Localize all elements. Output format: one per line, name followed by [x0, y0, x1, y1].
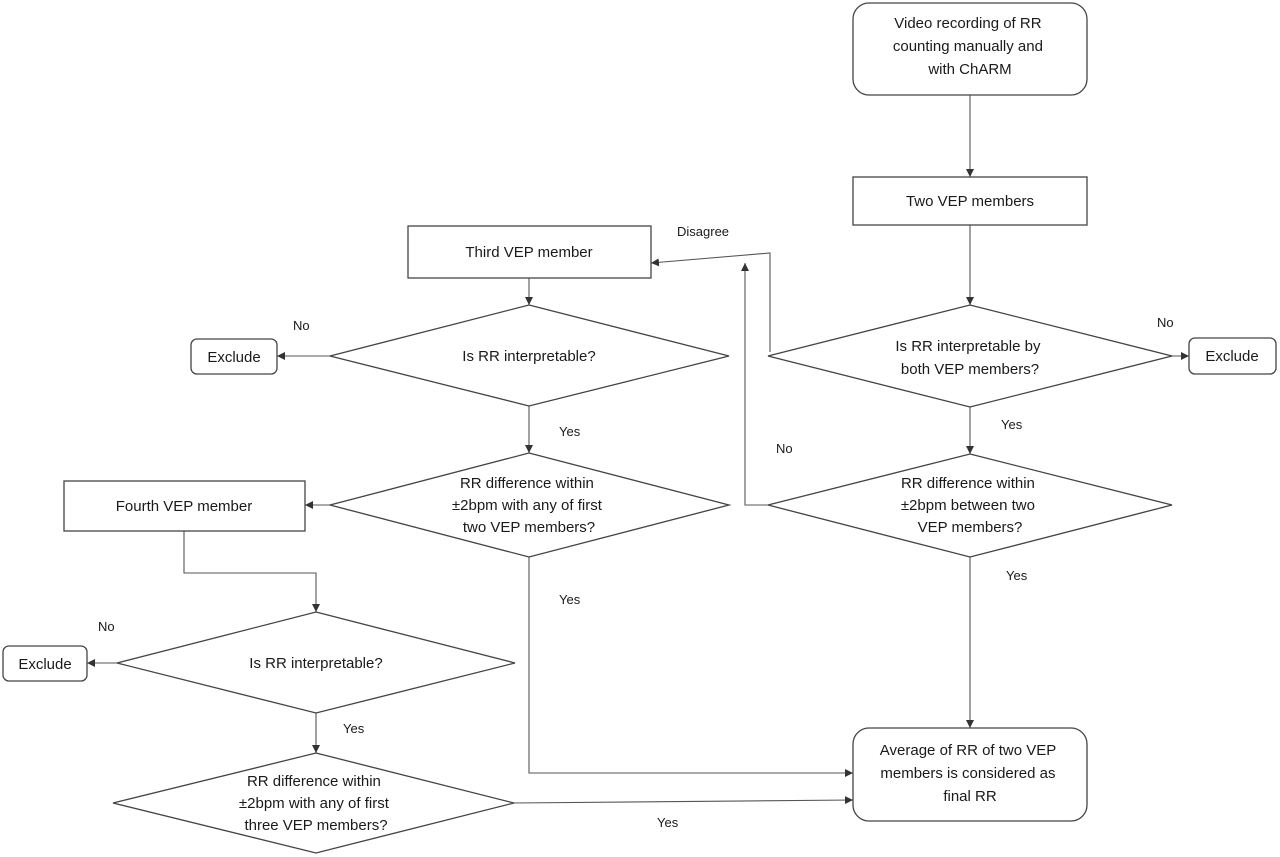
edge-label-no-third: No — [293, 318, 310, 333]
edge-label-yes-diff-third: Yes — [559, 592, 581, 607]
interpretable-by-both-decision: Is RR interpretable by both VEP members? — [767, 304, 1173, 408]
fourth-interpretable-label: Is RR interpretable? — [249, 655, 382, 672]
edge-label-yes-fourth: Yes — [343, 721, 365, 736]
diff-first-two-decision: RR difference within ±2bpm with any of f… — [327, 452, 732, 558]
diff-first-two-line-2: ±2bpm with any of first — [452, 497, 603, 514]
svg-text:RR difference within ±: RR difference within ±2bpm between two V… — [901, 475, 1039, 536]
third-interpretable-decision: Is RR interpretable? — [329, 304, 730, 407]
diff-first-two-line-3: two VEP members? — [463, 519, 595, 536]
diff-first-two-line-1: RR difference within — [460, 475, 594, 492]
edge-label-disagree: Disagree — [677, 224, 729, 239]
fourth-vep-member-label: Fourth VEP member — [116, 498, 252, 515]
edge-label-no-fourth: No — [98, 619, 115, 634]
start-node: Video recording of RR counting manually … — [852, 2, 1088, 96]
fourth-interpretable-decision: Is RR interpretable? — [116, 611, 516, 714]
edge-q-diff-fourth-to-final — [513, 796, 854, 805]
exclude-middle-box: Exclude — [190, 338, 278, 375]
svg-text:Is RR interpretable by: Is RR interpretable by both VEP members? — [895, 338, 1044, 378]
two-vep-members-box: Two VEP members — [852, 176, 1088, 226]
svg-text:RR difference within ±: RR difference within ±2bpm with any of f… — [452, 475, 606, 536]
diff-between-two-line-1: RR difference within — [901, 475, 1035, 492]
diff-first-three-decision: RR difference within ±2bpm with any of f… — [112, 752, 515, 854]
final-rr-line-2: members is considered as — [880, 765, 1055, 782]
svg-text:Average of RR of two VEP: Average of RR of two VEP members is cons… — [880, 742, 1060, 805]
interpretable-by-both-line-1: Is RR interpretable by — [895, 338, 1041, 355]
interpretable-by-both-line-2: both VEP members? — [901, 361, 1039, 378]
diff-between-two-line-2: ±2bpm between two — [901, 497, 1035, 514]
svg-text:RR difference within ±: RR difference within ±2bpm with any of f… — [239, 773, 393, 834]
exclude-middle-label: Exclude — [207, 349, 260, 366]
edge-label-yes-both: Yes — [1001, 417, 1023, 432]
exclude-left-label: Exclude — [18, 656, 71, 673]
two-vep-members-label: Two VEP members — [906, 193, 1034, 210]
start-node-line-2: counting manually and — [893, 38, 1043, 55]
fourth-vep-member-box: Fourth VEP member — [63, 480, 306, 532]
diff-first-three-line-1: RR difference within — [247, 773, 381, 790]
edge-label-no-right: No — [1157, 315, 1174, 330]
edge-fourth-vep-to-q-fourth — [183, 531, 320, 612]
third-vep-member-box: Third VEP member — [407, 225, 652, 279]
diff-first-three-line-3: three VEP members? — [244, 817, 387, 834]
edge-label-yes-diff-two: Yes — [1006, 568, 1028, 583]
diff-between-two-line-3: VEP members? — [918, 519, 1023, 536]
diff-between-two-decision: RR difference within ±2bpm between two V… — [767, 453, 1173, 558]
edge-label-yes-diff-fourth: Yes — [657, 815, 679, 830]
svg-text:Video recording of RR: Video recording of RR counting manually … — [893, 15, 1047, 78]
third-vep-member-label: Third VEP member — [465, 244, 592, 261]
final-rr-node: Average of RR of two VEP members is cons… — [852, 727, 1088, 822]
diff-first-three-line-2: ±2bpm with any of first — [239, 795, 390, 812]
edge-q-diff-two-no-to-third-vep — [741, 263, 768, 506]
exclude-right-box: Exclude — [1188, 337, 1277, 375]
exclude-right-label: Exclude — [1205, 348, 1258, 365]
start-node-line-1: Video recording of RR — [894, 15, 1041, 32]
start-node-line-3: with ChARM — [927, 61, 1011, 78]
exclude-left-box: Exclude — [2, 645, 88, 682]
edge-label-yes-third: Yes — [559, 424, 581, 439]
edge-q-diff-third-to-final — [528, 557, 853, 777]
third-interpretable-label: Is RR interpretable? — [462, 348, 595, 365]
edge-q-both-disagree-to-third-vep — [650, 252, 771, 352]
final-rr-line-1: Average of RR of two VEP — [880, 742, 1056, 759]
edge-label-no-diff-two: No — [776, 441, 793, 456]
final-rr-line-3: final RR — [943, 788, 997, 805]
